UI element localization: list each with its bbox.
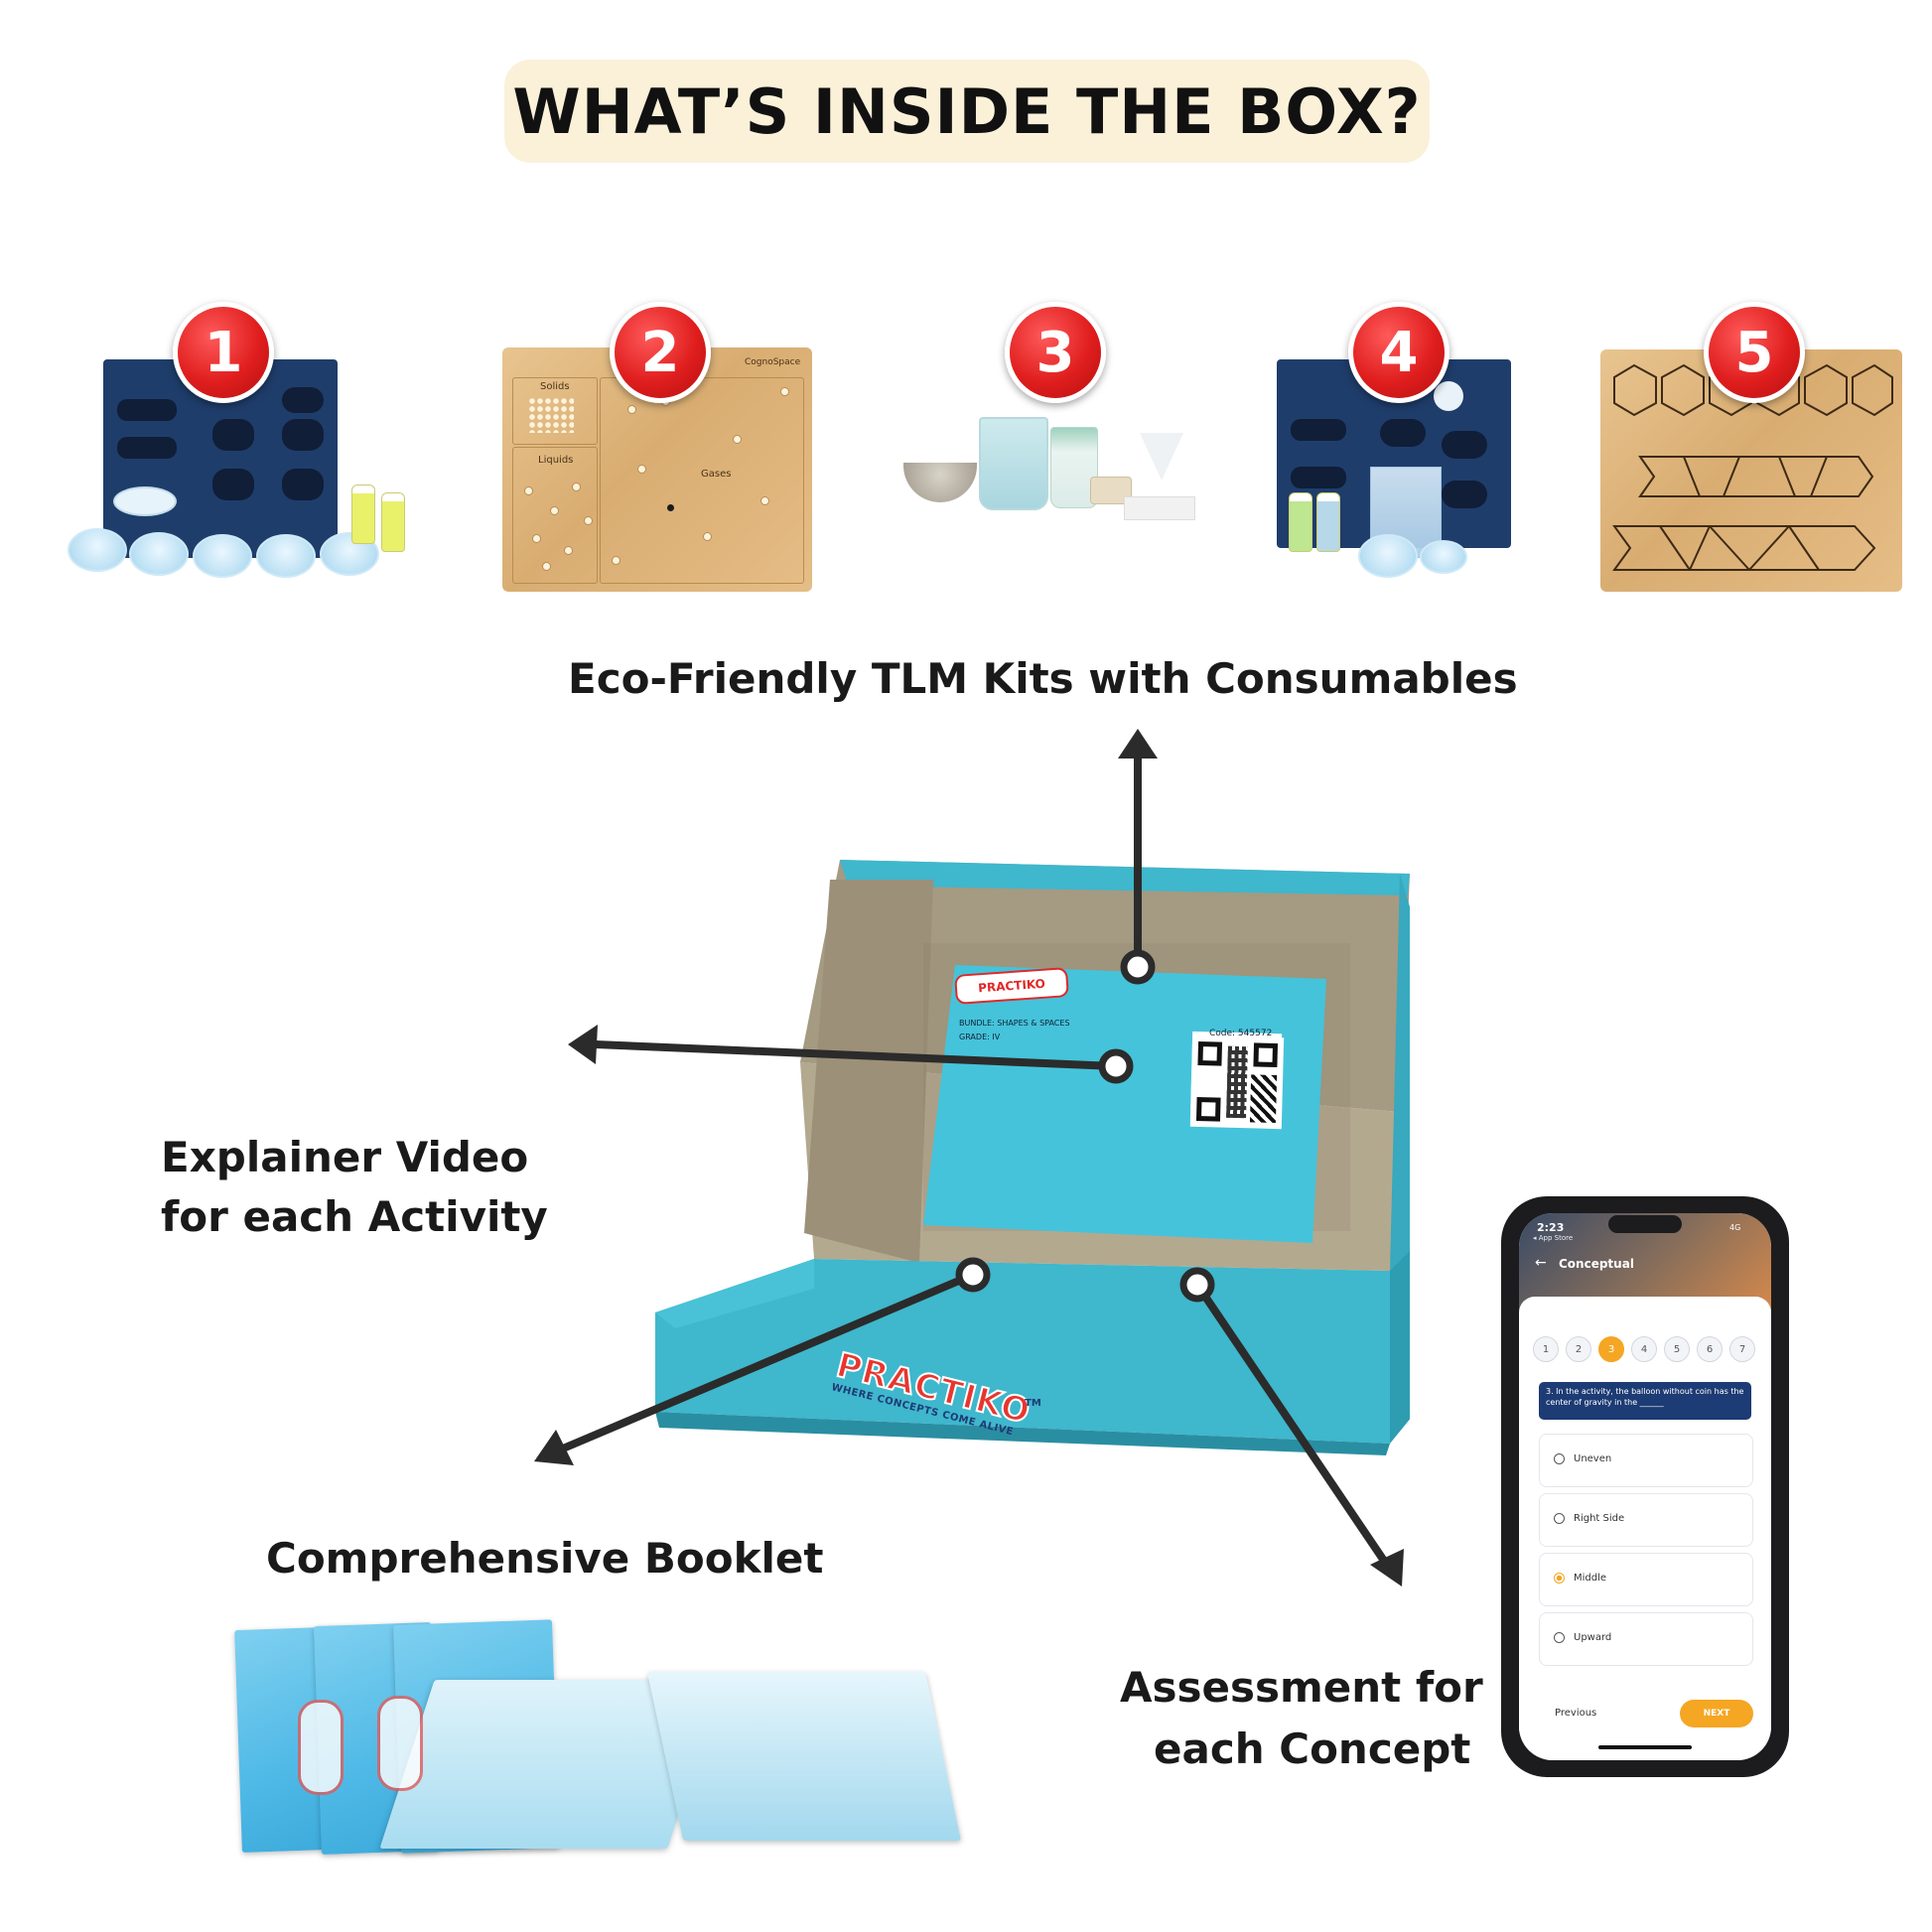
kit-3 bbox=[903, 397, 1201, 526]
arrow-to-booklet bbox=[552, 1271, 977, 1455]
answer-option[interactable]: Upward bbox=[1539, 1612, 1753, 1666]
badge-3: 3 bbox=[1005, 302, 1106, 403]
anchor-assessment bbox=[1179, 1267, 1215, 1303]
phone-notch bbox=[1608, 1215, 1682, 1233]
question-text: 3. In the activity, the balloon without … bbox=[1539, 1382, 1751, 1420]
question-number[interactable]: 7 bbox=[1729, 1336, 1755, 1362]
explainer-video-label-line2: for each Activity bbox=[161, 1192, 548, 1241]
question-number-active[interactable]: 3 bbox=[1598, 1336, 1624, 1362]
arrowhead-left bbox=[568, 1025, 598, 1064]
kit-1-board bbox=[103, 359, 338, 558]
back-arrow-icon[interactable]: ← bbox=[1535, 1255, 1547, 1271]
question-number[interactable]: 5 bbox=[1664, 1336, 1690, 1362]
previous-button[interactable]: Previous bbox=[1555, 1708, 1597, 1719]
explainer-video-label-line1: Explainer Video bbox=[161, 1133, 529, 1181]
tlm-kits-label: Eco-Friendly TLM Kits with Consumables bbox=[568, 654, 1518, 703]
booklets bbox=[228, 1619, 993, 1868]
radio-selected-icon bbox=[1554, 1573, 1565, 1584]
radio-icon bbox=[1554, 1513, 1565, 1524]
assessment-label-line2: each Concept bbox=[1154, 1725, 1471, 1773]
arrow-to-assessment bbox=[1193, 1281, 1388, 1565]
status-back-to-app-store[interactable]: ◂ App Store bbox=[1533, 1234, 1574, 1242]
home-indicator bbox=[1598, 1745, 1692, 1749]
phone-screen: 2:23 ◂ App Store 4G ← Conceptual 1 2 3 4… bbox=[1519, 1213, 1771, 1760]
radio-icon bbox=[1554, 1632, 1565, 1643]
question-number[interactable]: 2 bbox=[1566, 1336, 1591, 1362]
spoon-icon bbox=[113, 486, 177, 516]
arrowhead-down-right bbox=[1370, 1549, 1404, 1587]
arrowhead-down-left bbox=[534, 1430, 574, 1465]
solids-label: Solids bbox=[540, 381, 570, 392]
screen-title: Conceptual bbox=[1559, 1257, 1634, 1271]
insert-grade: GRADE: IV bbox=[959, 1033, 1001, 1041]
insert-bundle: BUNDLE: SHAPES & SPACES bbox=[959, 1019, 1070, 1028]
question-number[interactable]: 6 bbox=[1697, 1336, 1723, 1362]
badge-4: 4 bbox=[1348, 302, 1449, 403]
status-network: 4G bbox=[1729, 1223, 1741, 1232]
answer-option[interactable]: Uneven bbox=[1539, 1434, 1753, 1487]
badge-2: 2 bbox=[610, 302, 711, 403]
kit-1 bbox=[62, 298, 419, 586]
heading-banner: WHAT’S INSIDE THE BOX? bbox=[504, 60, 1430, 163]
next-button[interactable]: NEXT bbox=[1680, 1700, 1753, 1727]
badge-5: 5 bbox=[1704, 302, 1805, 403]
status-time: 2:23 bbox=[1537, 1221, 1565, 1234]
anchor-tlm bbox=[1120, 949, 1156, 985]
answer-option-selected[interactable]: Middle bbox=[1539, 1553, 1753, 1606]
anchor-video bbox=[1098, 1048, 1134, 1084]
arrowhead-up bbox=[1118, 729, 1158, 759]
answer-option[interactable]: Right Side bbox=[1539, 1493, 1753, 1547]
page-title: WHAT’S INSIDE THE BOX? bbox=[512, 74, 1422, 148]
brand-label: CognoSpace bbox=[745, 357, 801, 367]
box-trademark: TM bbox=[1025, 1398, 1041, 1409]
question-number[interactable]: 1 bbox=[1533, 1336, 1559, 1362]
question-panel: 1 2 3 4 5 6 7 3. In the activity, the ba… bbox=[1519, 1297, 1771, 1760]
question-number[interactable]: 4 bbox=[1631, 1336, 1657, 1362]
question-number-strip[interactable]: 1 2 3 4 5 6 7 bbox=[1533, 1336, 1771, 1362]
liquids-label: Liquids bbox=[538, 455, 574, 466]
insert-code: Code: 545572 bbox=[1209, 1029, 1273, 1038]
badge-1: 1 bbox=[173, 302, 274, 403]
radio-icon bbox=[1554, 1453, 1565, 1464]
arrow-to-explainer-video bbox=[592, 1040, 1120, 1070]
anchor-booklet bbox=[955, 1257, 991, 1293]
assessment-label-line1: Assessment for bbox=[1120, 1663, 1483, 1712]
booklet-label: Comprehensive Booklet bbox=[266, 1534, 824, 1583]
gases-label: Gases bbox=[701, 469, 732, 480]
